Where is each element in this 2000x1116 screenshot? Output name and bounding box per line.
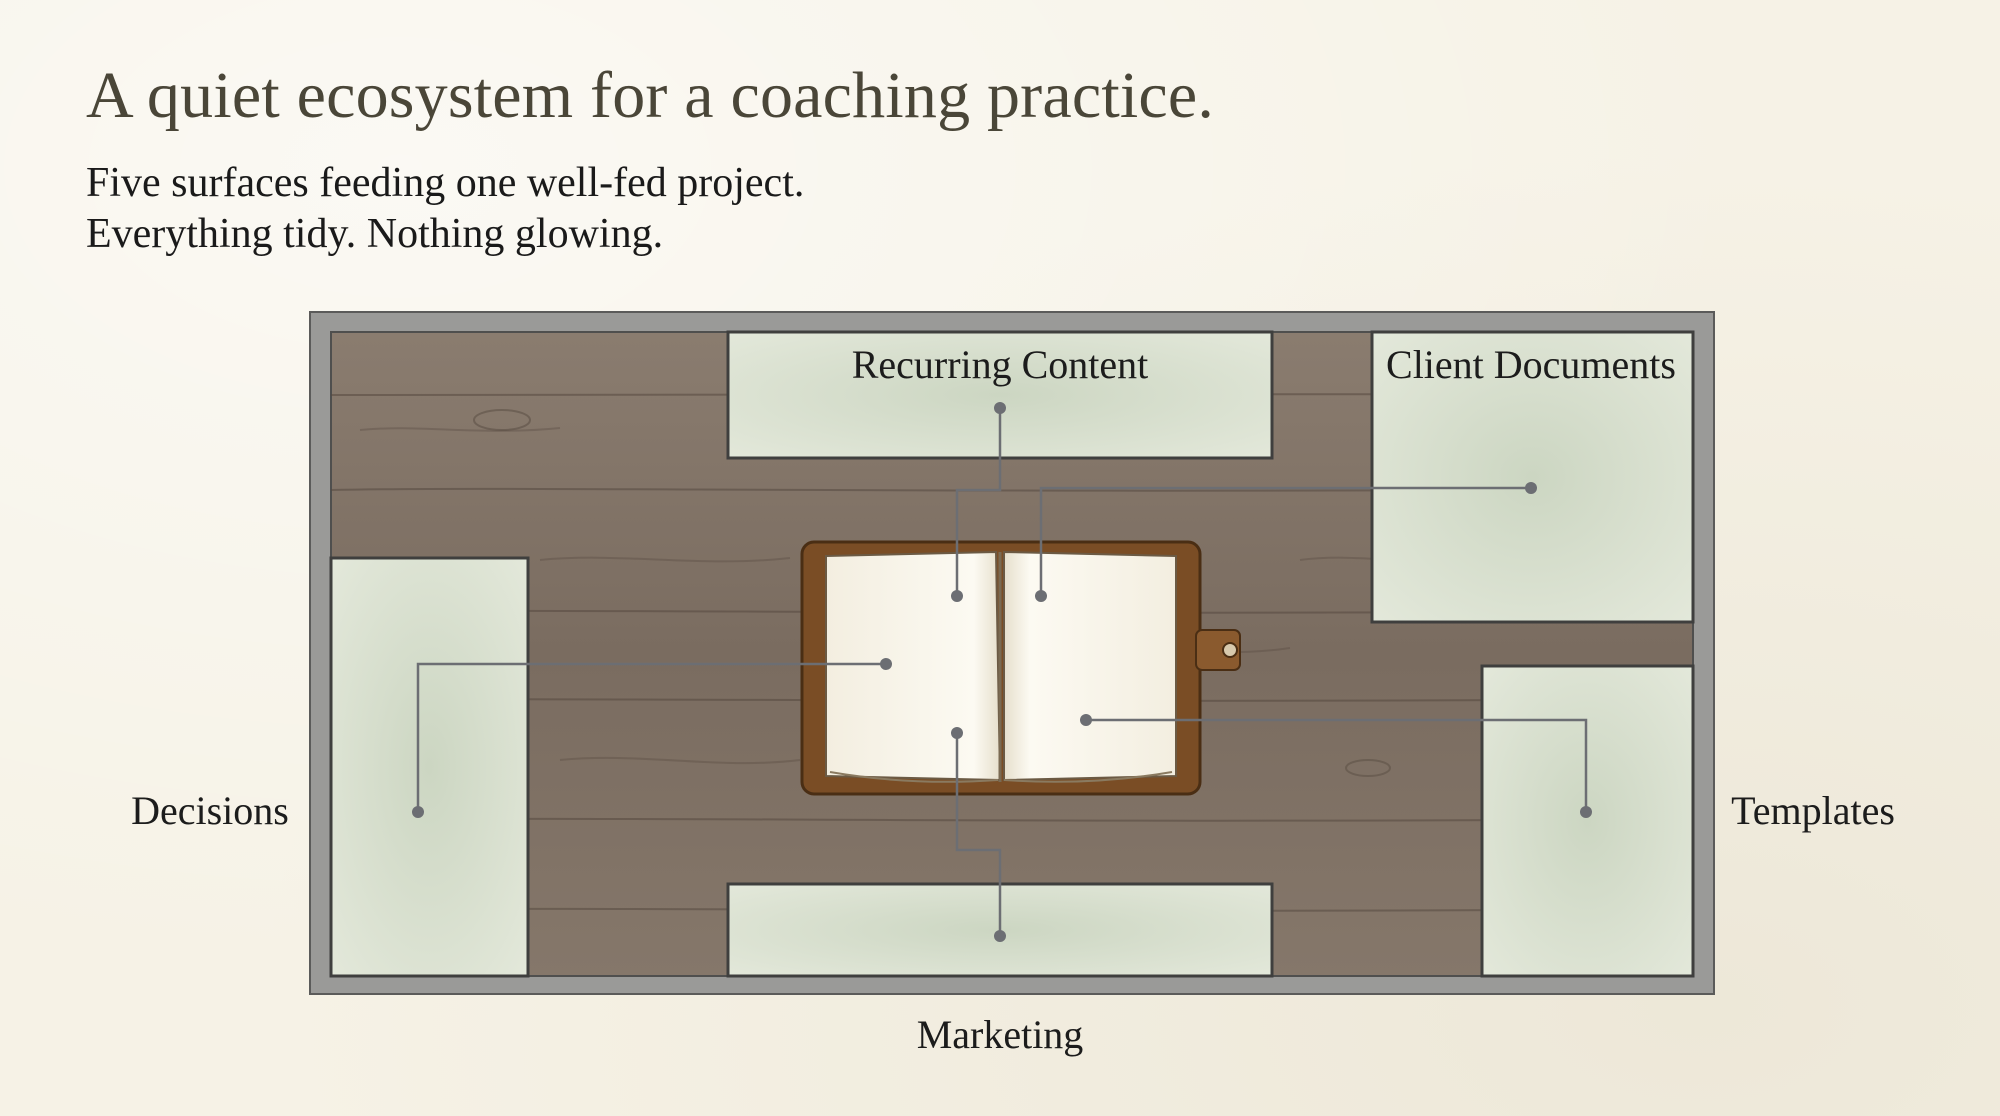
page-title: A quiet ecosystem for a coaching practic… [86, 59, 1215, 132]
panel-decisions [329, 556, 530, 978]
connector-templates [1086, 718, 1588, 812]
subtitle-line-1: Five surfaces feeding one well-fed proje… [86, 160, 805, 206]
open-notebook [800, 540, 1241, 796]
connector-dots [412, 402, 1592, 942]
panel-client-documents [1370, 330, 1695, 624]
page-subtitle: Five surfaces feeding one well-fed proje… [86, 158, 804, 260]
connector-client-documents [1039, 486, 1531, 596]
label-recurring-content: Recurring Content [852, 342, 1149, 387]
connector-decisions [416, 662, 886, 812]
connector-marketing [955, 733, 1002, 936]
panel-templates [1480, 664, 1695, 978]
subtitle-line-2: Everything tidy. Nothing glowing. [86, 211, 664, 257]
label-marketing: Marketing [917, 1012, 1084, 1057]
label-client-documents: Client Documents [1386, 342, 1676, 387]
connector-recurring-content [955, 408, 1002, 596]
connector-lines [416, 408, 1588, 936]
panel-recurring-content [726, 330, 1274, 460]
label-templates: Templates [1731, 788, 1895, 833]
label-decisions: Decisions [131, 788, 289, 833]
